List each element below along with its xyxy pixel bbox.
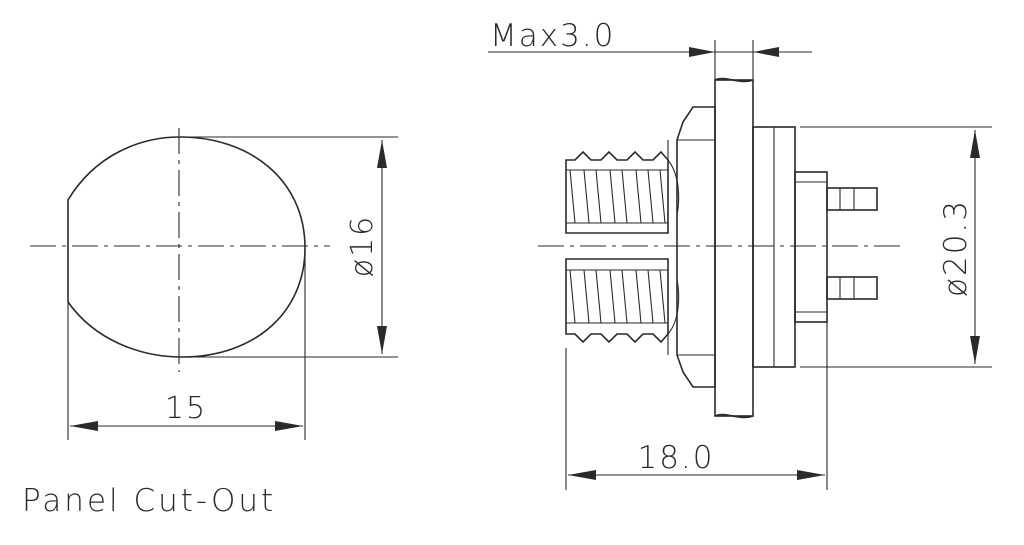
panel-section-hatched: [714, 79, 754, 417]
arrow-left: [70, 421, 98, 431]
thread-upper: [565, 150, 669, 234]
rear-housing: [794, 171, 828, 323]
max-thickness-label: Max3.0: [490, 18, 615, 54]
arrow-length-left: [568, 470, 596, 480]
thread-lower: [565, 258, 669, 344]
cutout-width-label: 15: [165, 391, 207, 426]
cutout-diameter-label: ø16: [345, 215, 380, 278]
cutout-outline: [67, 136, 306, 358]
connector-side-view: Max3.0 18.0 ø20.3: [488, 18, 992, 490]
arrow-up: [377, 140, 387, 168]
arrow-flange-down: [970, 336, 980, 364]
flange: [752, 126, 796, 368]
hex-nut: [667, 106, 716, 388]
arrow-max-right: [753, 47, 779, 57]
arrow-down: [377, 326, 387, 354]
arrow-max-left: [689, 47, 715, 57]
arrow-flange-up: [970, 130, 980, 158]
arrow-right: [275, 421, 303, 431]
length-label: 18.0: [637, 440, 714, 476]
arrow-length-right: [797, 470, 825, 480]
panel-cutout-view: ø16 15 Panel Cut-Out: [22, 128, 398, 519]
contact-pin-upper: [826, 187, 878, 211]
contact-pin-lower: [826, 276, 878, 300]
panel-break-bottom: [714, 413, 754, 419]
flange-diameter-label: ø20.3: [938, 199, 974, 297]
panel-break-top: [714, 77, 754, 83]
panel-cutout-title: Panel Cut-Out: [22, 483, 276, 519]
